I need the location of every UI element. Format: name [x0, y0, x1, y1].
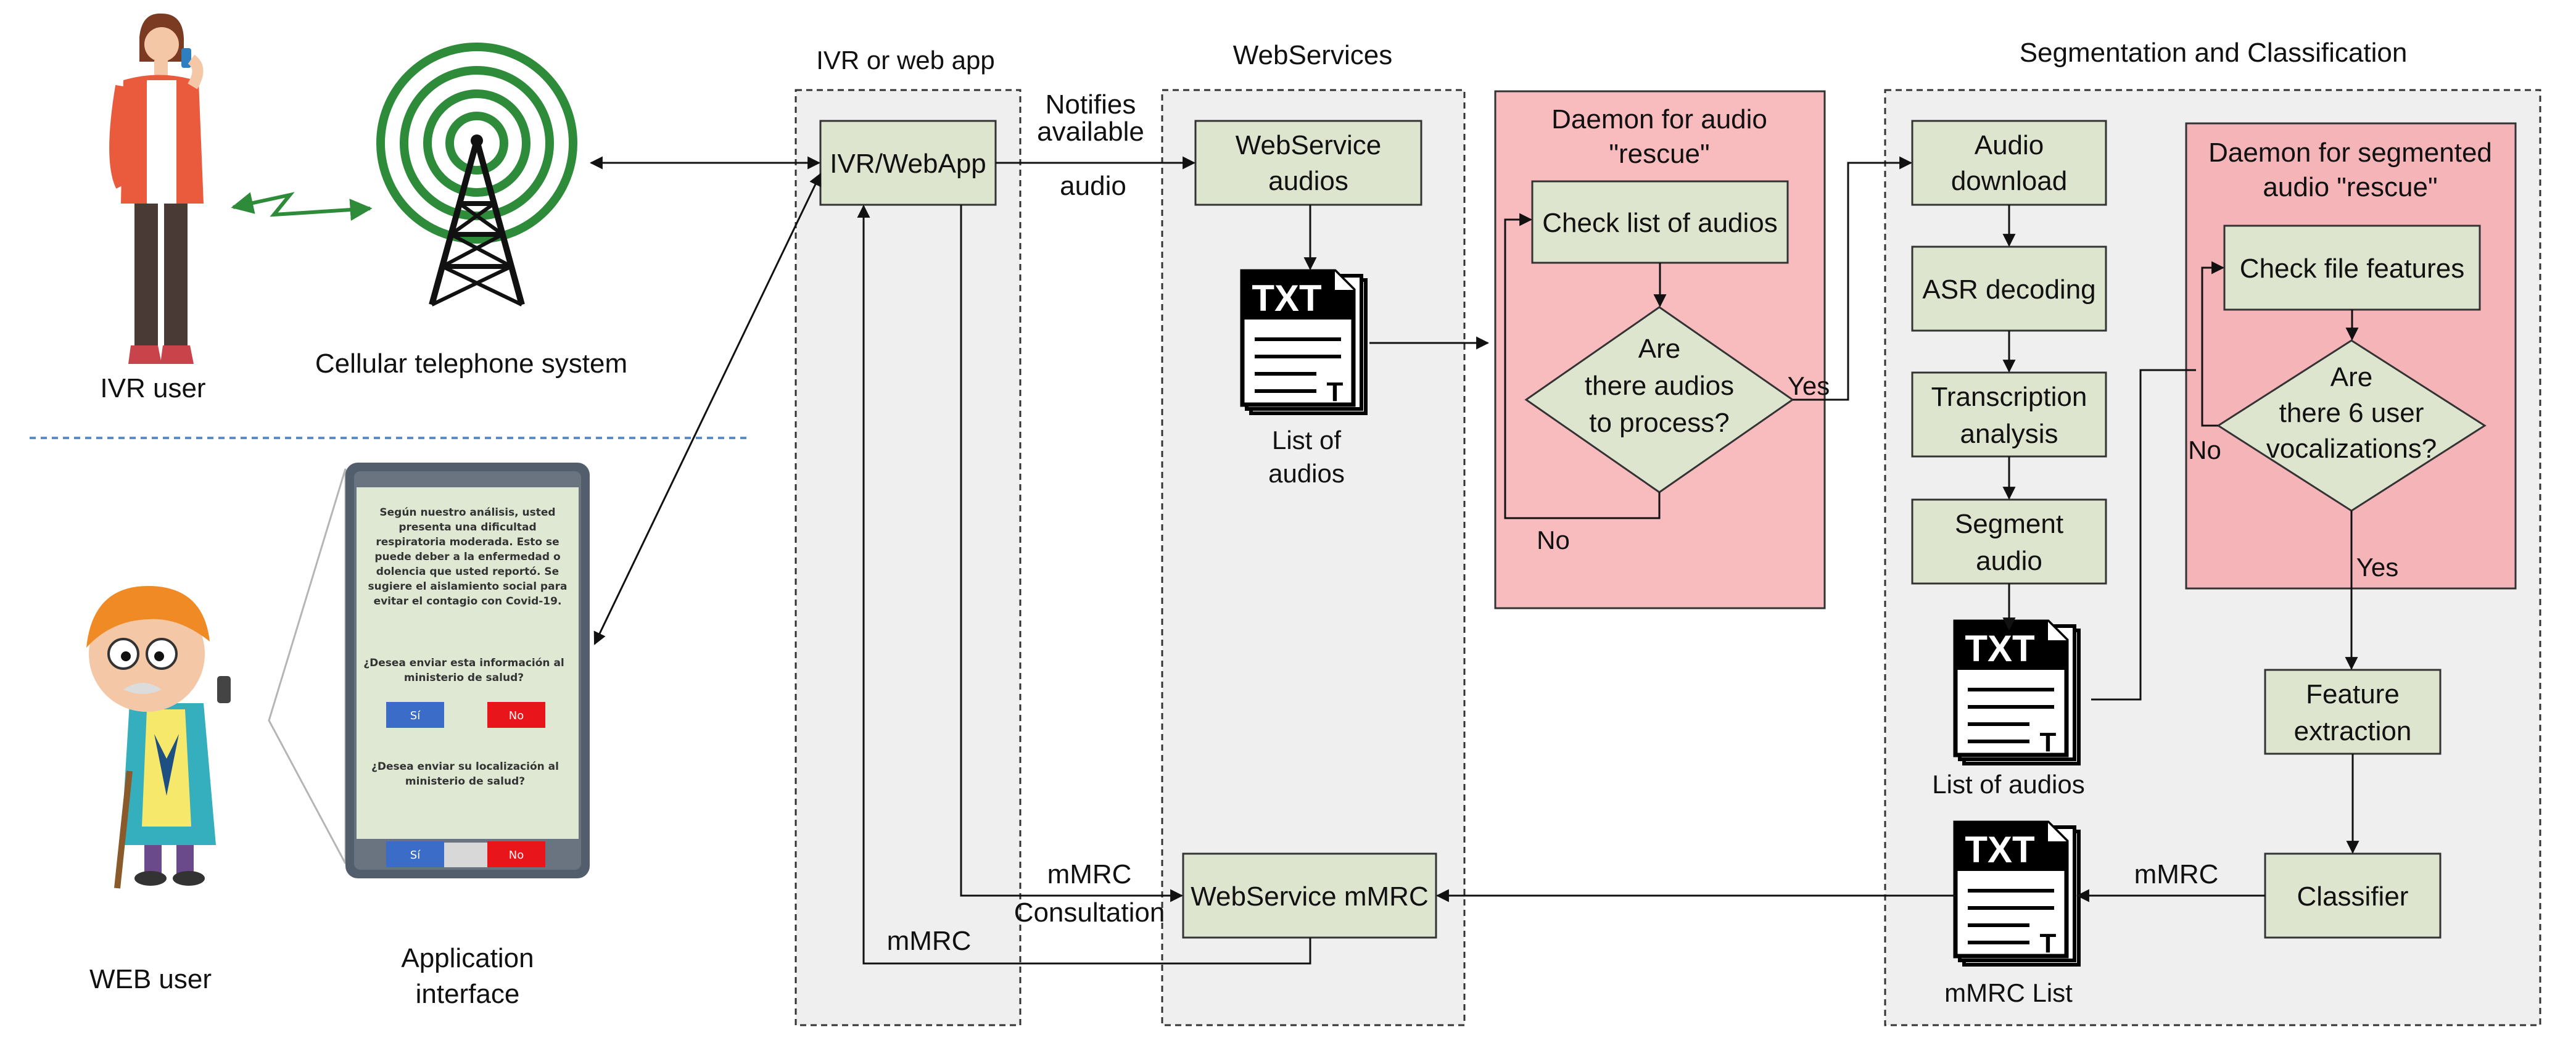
node-ivr-webapp: IVR/WebApp [819, 120, 997, 206]
svg-text:analysis: analysis [1960, 419, 2058, 449]
svg-text:WebService mMRC: WebService mMRC [1191, 881, 1428, 912]
svg-text:T: T [2040, 727, 2057, 757]
svg-text:Transcription: Transcription [1931, 382, 2087, 412]
svg-text:T: T [2040, 928, 2057, 959]
node-feature-extraction: Feature extraction [2264, 669, 2442, 755]
list-audios-label-2: List of audios [1932, 770, 2085, 799]
svg-text:TXT: TXT [1965, 829, 2034, 870]
svg-text:Sí: Sí [410, 709, 421, 722]
phone-question-2: ¿Desea enviar su localización al [371, 761, 559, 773]
svg-text:Sí: Sí [410, 849, 421, 862]
phone-yes-button-1[interactable]: Sí [386, 702, 444, 728]
svg-text:WebService: WebService [1236, 130, 1381, 160]
node-segment: Segment audio [1911, 498, 2107, 585]
phone-mockup: Según nuestro análisis, usted presenta u… [268, 463, 590, 878]
svg-text:No: No [509, 709, 524, 722]
phone-message-line: evitar el contagio con Covid-19. [374, 595, 562, 608]
phone-no-button-2[interactable]: No [487, 841, 545, 867]
svg-text:T: T [1327, 377, 1344, 407]
edge-label-yes: Yes [1788, 371, 1830, 400]
svg-text:Feature: Feature [2306, 679, 2400, 709]
node-transcription: Transcription analysis [1911, 371, 2107, 458]
phone-yes-button-2[interactable]: Sí [386, 841, 444, 867]
svg-text:Are: Are [1638, 334, 1680, 364]
node-classifier: Classifier [2264, 852, 2442, 939]
phone-message-line: presenta una dificultad [398, 521, 536, 534]
edges [589, 156, 2359, 965]
cellular-system-label: Cellular telephone system [315, 349, 627, 379]
svg-text:audios: audios [1268, 166, 1348, 196]
svg-text:Segment: Segment [1955, 509, 2063, 539]
node-ws-mmrc: WebService mMRC [1182, 852, 1437, 939]
node-check-features: Check file features [2223, 225, 2481, 311]
list-audios-label-1: List of [1272, 426, 1341, 455]
svg-text:extraction: extraction [2294, 716, 2412, 746]
svg-text:Check file features: Check file features [2240, 254, 2464, 284]
web-user-figure [86, 586, 231, 889]
daemon-segmented-title: audio "rescue" [2263, 172, 2437, 202]
svg-text:Audio: Audio [1975, 130, 2044, 160]
svg-text:Check list of audios: Check list of audios [1542, 208, 1778, 238]
phone-message-line: puede deber a la enfermedad o [374, 551, 560, 563]
node-check-audios: Check list of audios [1531, 180, 1789, 264]
group-ivr [795, 89, 1022, 1026]
edge-label-mmrc-consultation: Consultation [1014, 897, 1165, 928]
svg-text:Classifier: Classifier [2297, 881, 2409, 912]
edge-label-no: No [2188, 435, 2221, 464]
phone-no-button-1[interactable]: No [487, 702, 545, 728]
decision-audios: Are there audios to process? [1524, 306, 1794, 493]
svg-text:IVR/WebApp: IVR/WebApp [830, 149, 986, 179]
edge-label-yes: Yes [2356, 553, 2399, 582]
node-ws-audios: WebService audios [1194, 120, 1422, 206]
edge-label-notifies: available [1037, 117, 1144, 147]
daemon-audio-title: Daemon for audio [1551, 104, 1767, 134]
web-user-label: WEB user [89, 964, 212, 994]
svg-text:audio: audio [1976, 546, 2042, 576]
edge-label-audio: audio [1060, 171, 1126, 201]
daemon-audio-title: "rescue" [1609, 139, 1709, 169]
svg-text:TXT: TXT [1252, 278, 1321, 319]
svg-text:vocalizations?: vocalizations? [2266, 434, 2437, 464]
phone-question-1: ¿Desea enviar esta información al [363, 657, 564, 669]
ivr-user-figure [109, 13, 204, 364]
phone-message-line: dolencia que usted reportó. Se [376, 566, 559, 578]
svg-text:download: download [1951, 166, 2067, 196]
app-interface-label: Application [401, 943, 534, 973]
svg-text:there 6 user: there 6 user [2279, 398, 2424, 428]
edge-label-mmrc: mMRC [2134, 859, 2219, 889]
group-segmentation-title: Segmentation and Classification [2020, 38, 2408, 68]
edge-label-mmrc: mMRC [887, 926, 972, 956]
node-asr: ASR decoding [1911, 245, 2107, 332]
group-webservices-title: WebServices [1233, 40, 1392, 70]
edge-label-notifies: Notifies [1046, 89, 1136, 120]
group-ivr-title: IVR or web app [816, 46, 995, 75]
txt-document-icon: TXT T [1955, 622, 2079, 764]
svg-text:there audios: there audios [1585, 371, 1734, 401]
mmrc-list-label: mMRC List [1944, 978, 2073, 1007]
edge-label-no: No [1537, 526, 1570, 555]
svg-text:TXT: TXT [1965, 628, 2034, 669]
svg-text:No: No [509, 849, 524, 862]
phone-question-2: ministerio de salud? [405, 775, 525, 788]
phone-question-1: ministerio de salud? [404, 672, 524, 684]
phone-message-line: Según nuestro análisis, usted [379, 506, 555, 519]
node-audio-download: Audio download [1911, 120, 2107, 206]
svg-text:Are: Are [2330, 362, 2372, 392]
daemon-segmented-title: Daemon for segmented [2208, 138, 2492, 168]
ivr-user-label: IVR user [100, 373, 205, 403]
svg-text:to process?: to process? [1589, 408, 1729, 438]
app-interface-label: interface [416, 979, 520, 1009]
txt-document-icon: TXT T [1955, 823, 2079, 965]
txt-document-icon: TXT T [1242, 271, 1366, 413]
zigzag-signal-icon [231, 192, 373, 221]
decision-vocalizations: Are there 6 user vocalizations? [2216, 339, 2487, 512]
list-audios-label-1: audios [1268, 459, 1345, 488]
antenna-tower-icon [376, 43, 577, 307]
svg-text:ASR decoding: ASR decoding [1922, 274, 2095, 305]
phone-message-line: sugiere el aislamiento social para [368, 580, 568, 593]
phone-message-line: respiratoria moderada. Esto se [376, 536, 559, 548]
edge-label-mmrc-consultation: mMRC [1047, 859, 1132, 889]
